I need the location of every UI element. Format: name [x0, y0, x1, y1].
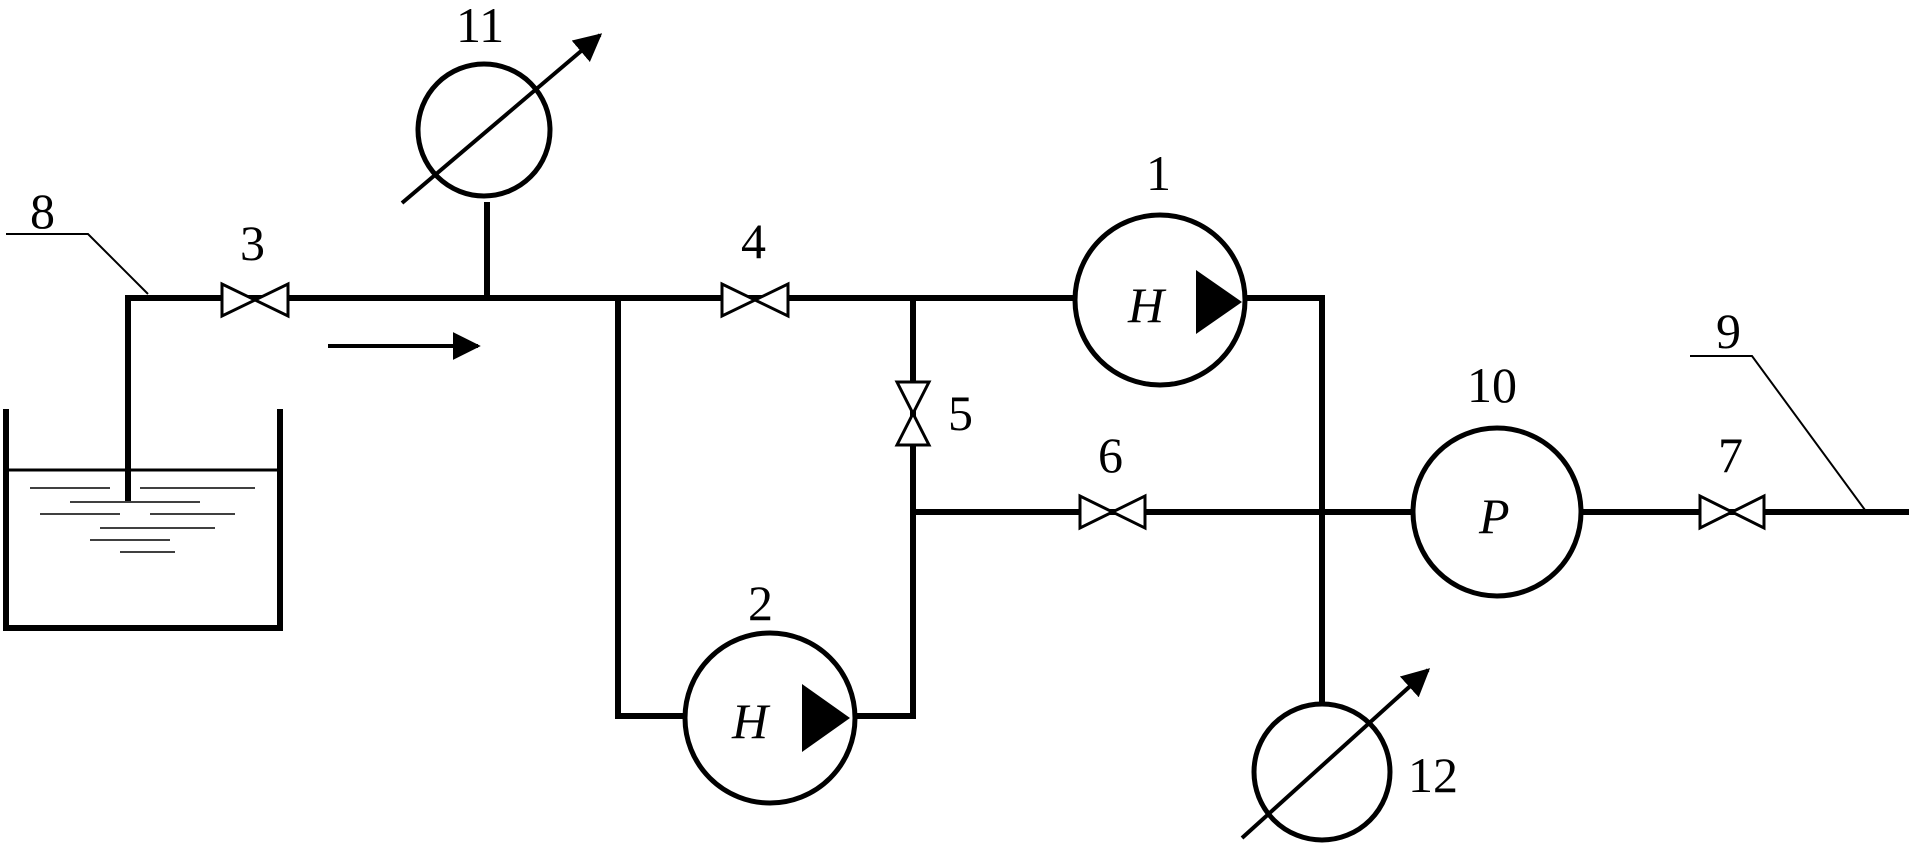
water-tank — [3, 409, 283, 631]
pump-1[interactable]: H — [1072, 212, 1248, 388]
leader-line-9 — [1690, 355, 1866, 511]
valve-5[interactable] — [894, 380, 932, 447]
valve-3[interactable] — [220, 281, 290, 319]
valve-4[interactable] — [720, 281, 790, 319]
label-6: 6 — [1098, 427, 1123, 483]
pump-2[interactable]: H — [682, 630, 858, 806]
gauge-11 — [400, 33, 603, 205]
label-1: 1 — [1146, 145, 1171, 201]
leader-line-8 — [6, 233, 149, 295]
water-surface-lines — [30, 487, 255, 553]
label-12: 12 — [1408, 747, 1458, 803]
pump-1-impeller-icon — [1196, 270, 1242, 334]
label-3: 3 — [240, 215, 265, 271]
valve-6[interactable] — [1078, 493, 1147, 531]
pressure-meter-10: P — [1410, 425, 1584, 599]
meter-10-symbol: P — [1478, 488, 1510, 544]
valve-7[interactable] — [1698, 493, 1766, 531]
label-2: 2 — [748, 575, 773, 631]
pump-2-symbol: H — [731, 693, 771, 749]
label-7: 7 — [1718, 427, 1743, 483]
label-9: 9 — [1716, 303, 1741, 359]
label-10: 10 — [1467, 357, 1517, 413]
label-8: 8 — [30, 183, 55, 239]
pipe-network — [125, 202, 1909, 719]
gauge-12 — [1240, 668, 1431, 843]
label-5: 5 — [948, 385, 973, 441]
gauge-11-arrow-icon — [400, 33, 603, 205]
label-4: 4 — [741, 213, 766, 269]
pump-1-symbol: H — [1127, 277, 1167, 333]
pump-2-impeller-icon — [802, 684, 850, 752]
gauge-12-arrow-icon — [1240, 668, 1431, 840]
label-11: 11 — [456, 0, 504, 53]
